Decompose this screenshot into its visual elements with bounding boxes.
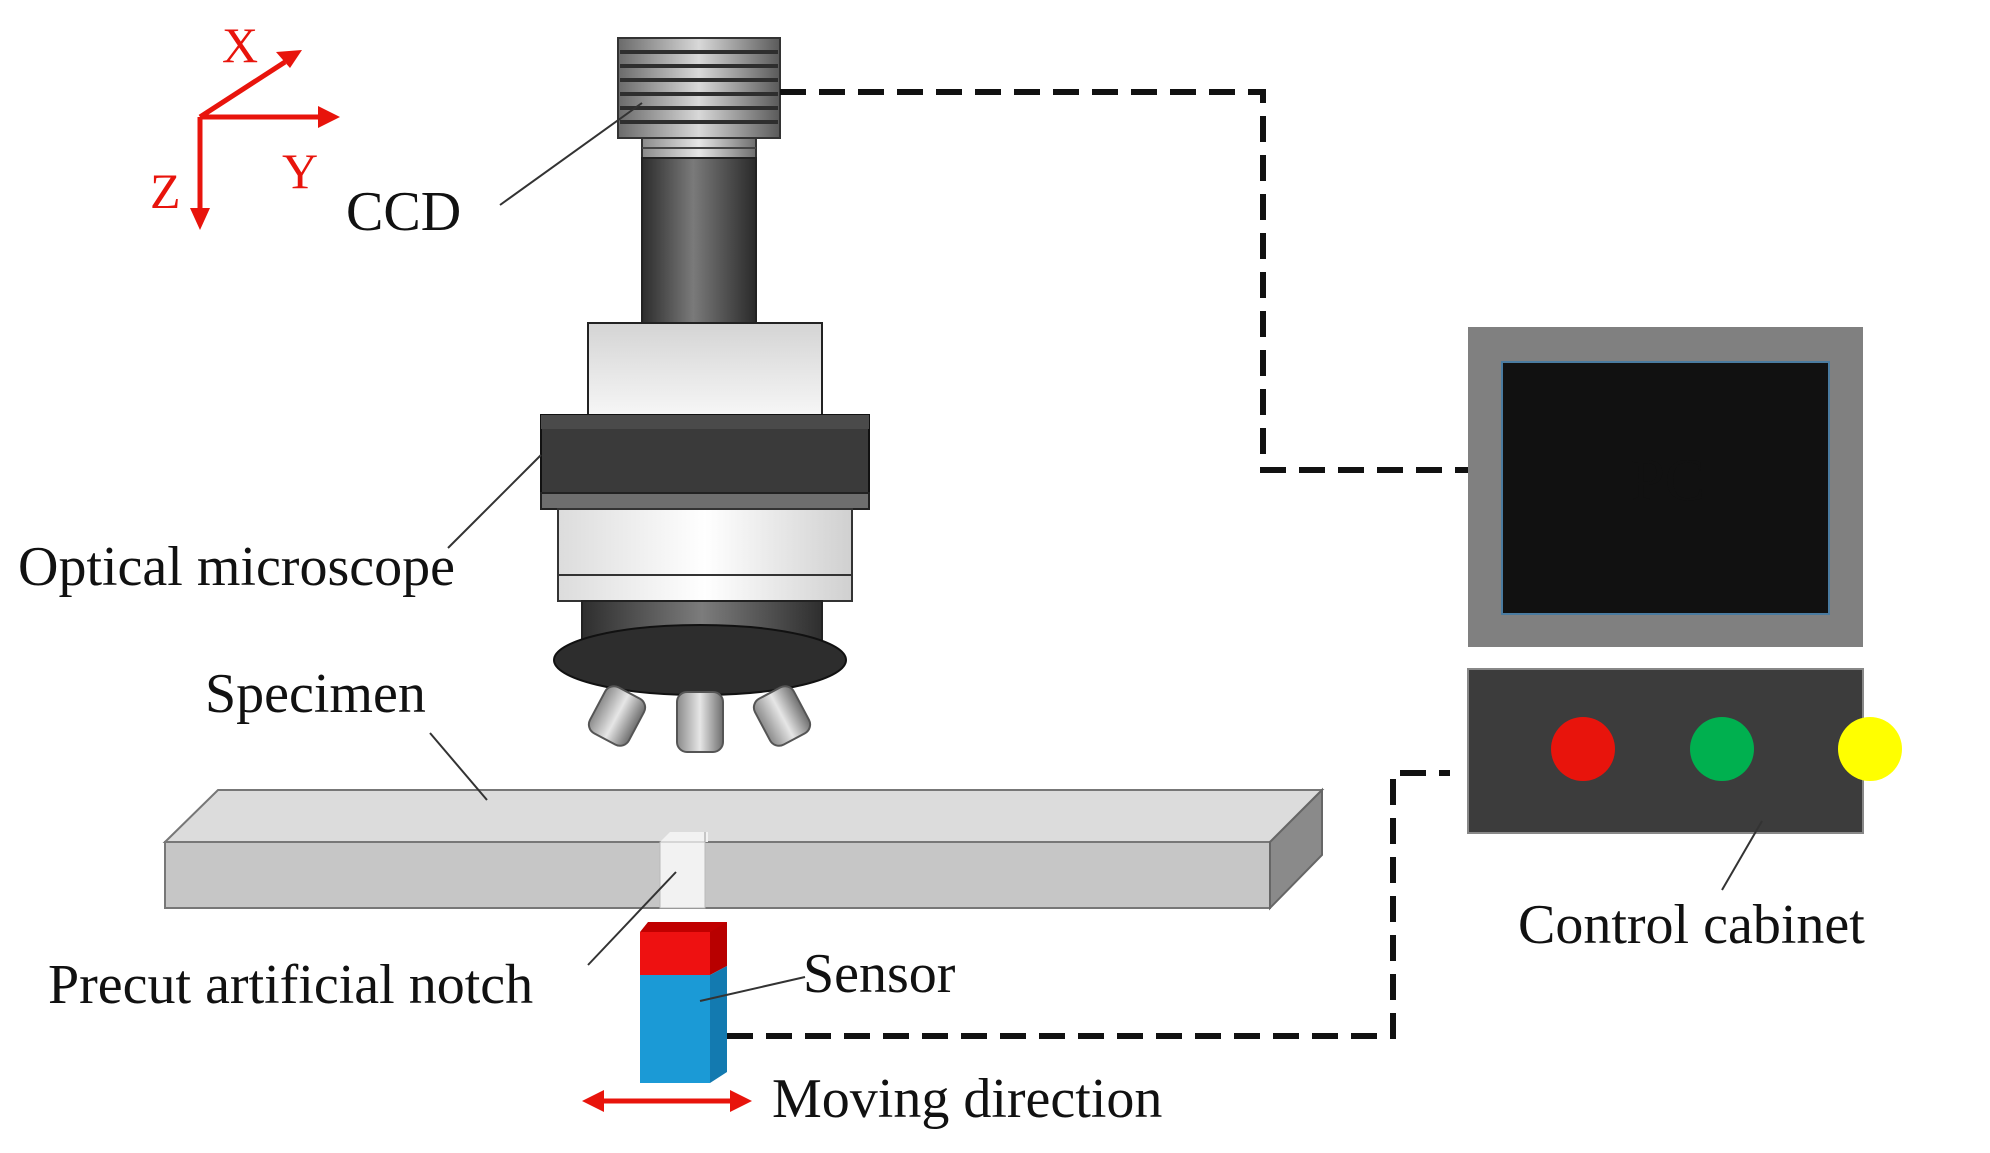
notch-label: Precut artificial notch: [48, 954, 533, 1016]
microscope-head: [587, 322, 823, 416]
green-indicator: [1690, 717, 1754, 781]
pc-monitor: [1468, 327, 1863, 647]
sensor-cabinet-cable: [727, 770, 1450, 1039]
coordinate-axes: [190, 50, 340, 230]
control-cabinet-label: Control cabinet: [1518, 894, 1865, 956]
ccd-pc-cable: [780, 89, 1468, 473]
moving-direction-label: Moving direction: [772, 1068, 1162, 1130]
ccd-adapter: [641, 137, 757, 159]
sensor: [640, 922, 727, 1083]
specimen-label: Specimen: [205, 663, 426, 725]
optical-microscope-label: Optical microscope: [18, 536, 455, 598]
ccd-camera: [617, 37, 781, 139]
sensor-label: Sensor: [803, 943, 956, 1005]
focus-housing: [540, 414, 870, 510]
objective-lenses: [587, 685, 812, 753]
precut-notch: [659, 832, 708, 909]
microscope-tube: [641, 157, 757, 324]
pc-label: PC: [1631, 447, 1704, 513]
ccd-label: CCD: [346, 181, 461, 243]
x-axis-label: X: [222, 17, 258, 73]
y-axis-label: Y: [282, 143, 318, 199]
moving-direction-arrow: [582, 1090, 752, 1112]
yellow-indicator: [1838, 717, 1902, 781]
z-axis-label: Z: [150, 163, 181, 219]
nosepiece-turret: [553, 624, 847, 696]
red-indicator: [1551, 717, 1615, 781]
leader-lines: [429, 102, 1763, 1002]
control-cabinet: [1467, 668, 1864, 834]
illuminator-block: [557, 508, 853, 602]
specimen-bar: [162, 787, 1325, 911]
